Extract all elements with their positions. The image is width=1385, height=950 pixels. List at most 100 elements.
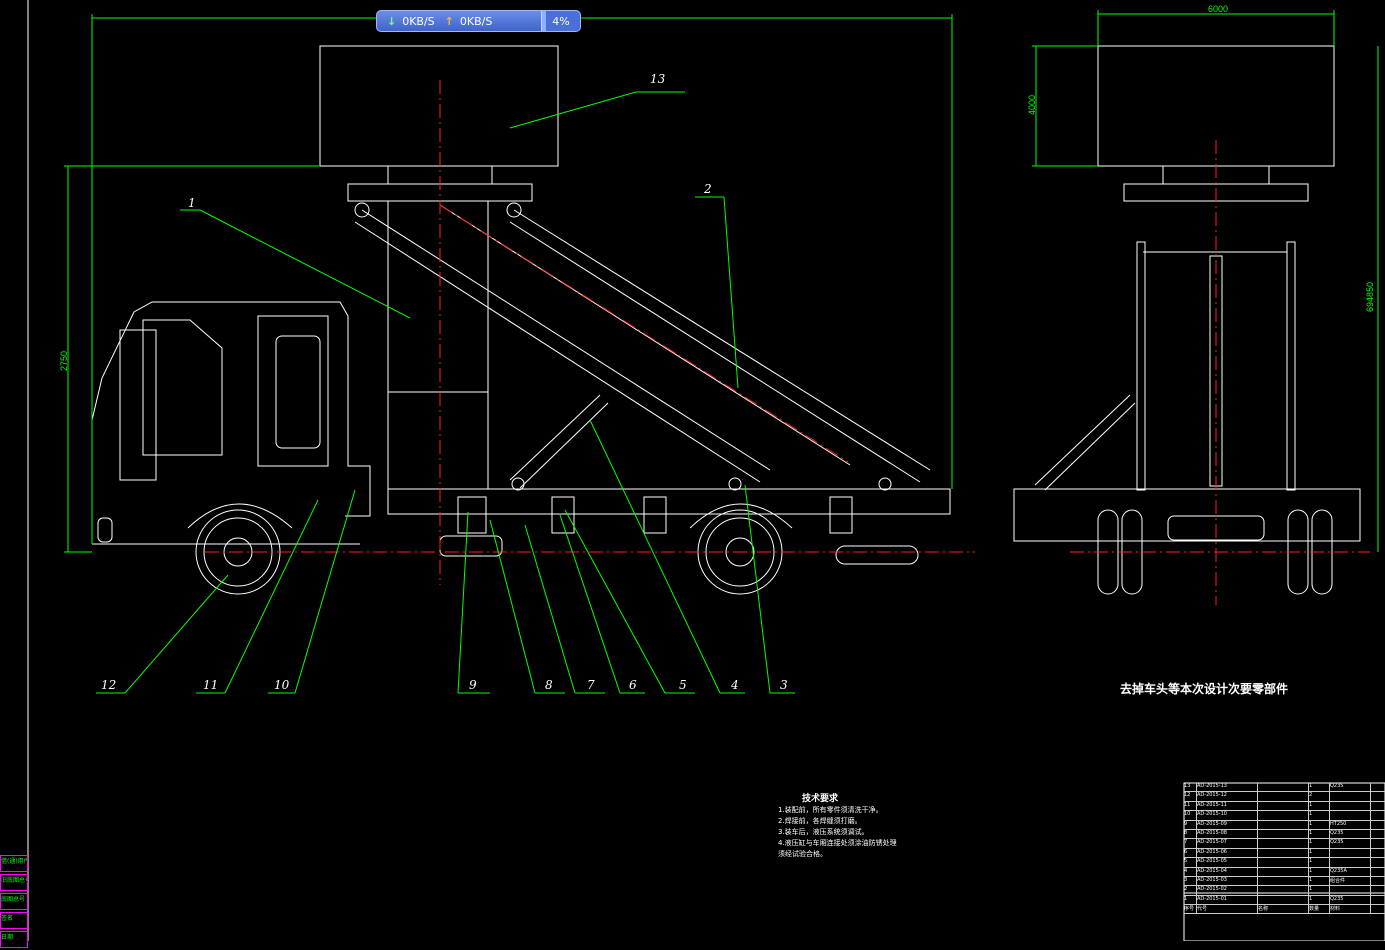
bom-cell (1330, 801, 1371, 811)
part-label-7: 7 (587, 678, 595, 692)
side-tab: 旧底图总号 (0, 874, 28, 891)
bom-cell: Q235 (1330, 839, 1371, 848)
side-tab: 日期 (0, 931, 28, 948)
bom-cell: 1 (1184, 895, 1197, 905)
bom-cell: 组合件 (1330, 876, 1371, 886)
part-label-12: 12 (101, 678, 117, 692)
bom-cell (1258, 858, 1309, 867)
bom-cell: AD-2015-10 (1197, 811, 1258, 820)
bom-cell: 1 (1309, 820, 1330, 829)
bom-cell: Q235A (1330, 867, 1371, 876)
bom-cell: AD-2015-07 (1197, 839, 1258, 848)
bom-cell: AD-2015-04 (1197, 867, 1258, 876)
bom-cell: 1 (1309, 895, 1330, 905)
bom-cell (1258, 811, 1309, 820)
tech-line: 2.焊接前，各焊缝须打磨。 (778, 817, 862, 825)
bom-cell: 12 (1184, 792, 1197, 801)
bom-cell: AD-2015-01 (1197, 895, 1258, 905)
side-stamp-column: 借(通)用件登记 旧底图总号 底图总号 签名 日期 (0, 855, 28, 950)
bom-cell: 1 (1309, 783, 1330, 792)
bom-cell: 2 (1184, 886, 1197, 895)
technical-requirements: 技术要求 1.装配前，所有零件须清洗干净。 2.焊接前，各焊缝须打磨。 3.装车… (778, 794, 897, 860)
bom-cell: 9 (1184, 820, 1197, 829)
bom-cell: 1 (1309, 801, 1330, 811)
bom-cell: 3 (1184, 876, 1197, 886)
part-label-8: 8 (545, 678, 553, 692)
upload-speed: 0KB/S (459, 14, 493, 28)
bom-cell: 材料 (1330, 905, 1371, 914)
bom-cell: 1 (1309, 876, 1330, 886)
bom-cell (1330, 811, 1371, 820)
download-speed: 0KB/S (402, 14, 435, 28)
tech-title: 技术要求 (802, 794, 839, 804)
tech-line: 3.装车后，液压系统须调试。 (778, 828, 869, 836)
bom-cell: 1 (1309, 858, 1330, 867)
bom-cell: AD-2015-02 (1197, 886, 1258, 895)
bom-cell: 1 (1309, 886, 1330, 895)
bom-cell: AD-2015-09 (1197, 820, 1258, 829)
part-label-1: 1 (188, 196, 196, 210)
part-label-13: 13 (650, 72, 666, 86)
bom-cell (1258, 829, 1309, 839)
bom-cell (1258, 848, 1309, 858)
bom-cell: 13 (1184, 783, 1197, 792)
bom-cell: AD-2015-11 (1197, 801, 1258, 811)
bom-cell: AD-2015-12 (1197, 792, 1258, 801)
bom-cell: 名称 (1258, 905, 1309, 914)
bom-cell: 5 (1184, 858, 1197, 867)
bom-cell: 1 (1309, 829, 1330, 839)
bom-cell: 8 (1184, 829, 1197, 839)
part-label-6: 6 (629, 678, 637, 692)
part-label-2: 2 (704, 182, 712, 196)
bom-cell: 6 (1184, 848, 1197, 858)
side-tab: 底图总号 (0, 893, 28, 910)
bom-cell (1258, 820, 1309, 829)
tech-line: 4.液压缸与车厢连接处须涂油防锈处理 (778, 839, 897, 847)
bom-cell (1258, 895, 1309, 905)
bom-cell: Q235 (1330, 829, 1371, 839)
cpu-usage: 4% (541, 11, 580, 31)
side-tab: 签名 (0, 912, 28, 929)
dim-right-height: 694850 (1365, 281, 1376, 313)
bom-cell: 7 (1184, 839, 1197, 848)
part-label-3: 3 (780, 678, 788, 692)
bom-cell: 代号 (1197, 905, 1258, 914)
bom-cell (1258, 867, 1309, 876)
bom-cell: 1 (1309, 867, 1330, 876)
bom-cell (1330, 848, 1371, 858)
side-tab: 借(通)用件登记 (0, 855, 28, 872)
bom-cell (1258, 801, 1309, 811)
bom-cell (1258, 839, 1309, 848)
bom-cell: 1 (1309, 848, 1330, 858)
bom-cell (1330, 858, 1371, 867)
bom-cell: AD-2015-06 (1197, 848, 1258, 858)
part-label-4: 4 (731, 678, 739, 692)
part-label-9: 9 (469, 678, 477, 692)
bom-cell: AD-2015-05 (1197, 858, 1258, 867)
dim-box-height: 4000 (1027, 94, 1038, 116)
bom-cell (1258, 876, 1309, 886)
bom-cell: AD-2015-13 (1197, 783, 1258, 792)
tech-line: 须经试验合格。 (778, 850, 827, 858)
download-arrow-icon: ↓ (387, 14, 397, 28)
bom-cell: 2 (1309, 792, 1330, 801)
network-speed-widget[interactable]: ↓0KB/S ↑0KB/S 4% (376, 10, 581, 32)
bom-cell (1330, 886, 1371, 895)
bom-cell (1258, 886, 1309, 895)
bom-cell (1330, 792, 1371, 801)
table-header: 序号代号名称数量材料 (1184, 905, 1385, 915)
part-label-11: 11 (203, 678, 219, 692)
dim-left-height: 2750 (59, 350, 70, 372)
bom-cell: 11 (1184, 801, 1197, 811)
bom-cell: 1 (1309, 839, 1330, 848)
